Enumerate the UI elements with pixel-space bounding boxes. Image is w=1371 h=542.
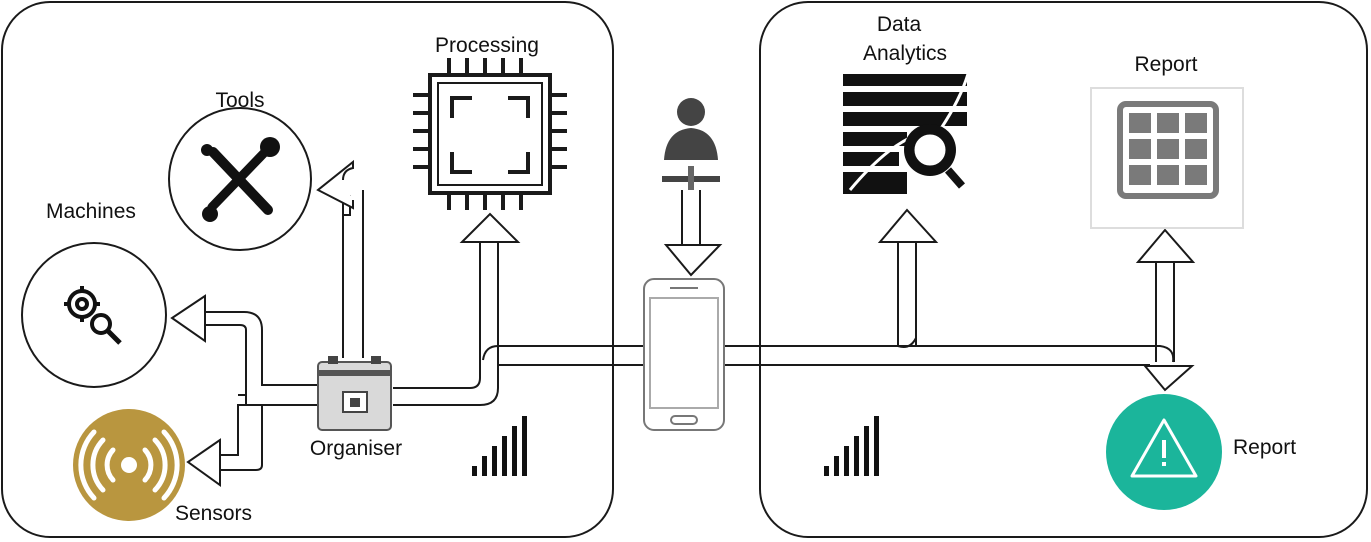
wrench-screwdriver-icon <box>201 137 280 222</box>
cpu-chip-icon <box>413 58 567 210</box>
signal-bars-icon <box>472 416 527 476</box>
machines-node <box>21 242 167 388</box>
organiser-label: Organiser <box>309 437 403 460</box>
pipes <box>170 159 1196 487</box>
user-at-desk-icon <box>662 98 720 190</box>
data-analytics-label-line2: Analytics <box>862 42 948 65</box>
gear-magnifier-icon <box>64 286 122 345</box>
smartphone-icon <box>643 278 725 431</box>
warning-triangle-icon <box>1130 418 1198 478</box>
analytics-magnifier-icon <box>843 73 970 194</box>
right-panel <box>759 1 1368 538</box>
tools-label: Tools <box>215 89 265 112</box>
machines-circle <box>21 242 167 388</box>
sensors-label: Sensors <box>175 502 253 525</box>
report-alert-label: Report <box>1233 436 1297 459</box>
processing-label: Processing <box>435 34 539 57</box>
report-grid-label: Report <box>1134 53 1198 76</box>
signal-bars-icon <box>824 416 879 476</box>
sensors-node <box>73 409 185 521</box>
left-panel <box>1 1 614 538</box>
report-grid-icon <box>1090 87 1244 229</box>
tools-node <box>168 107 312 251</box>
alert-node <box>1106 394 1222 510</box>
organiser-box-icon <box>317 356 392 431</box>
wireless-sensor-icon <box>78 429 180 501</box>
data-analytics-label-line1: Data <box>876 13 922 36</box>
machines-label: Machines <box>46 200 136 223</box>
